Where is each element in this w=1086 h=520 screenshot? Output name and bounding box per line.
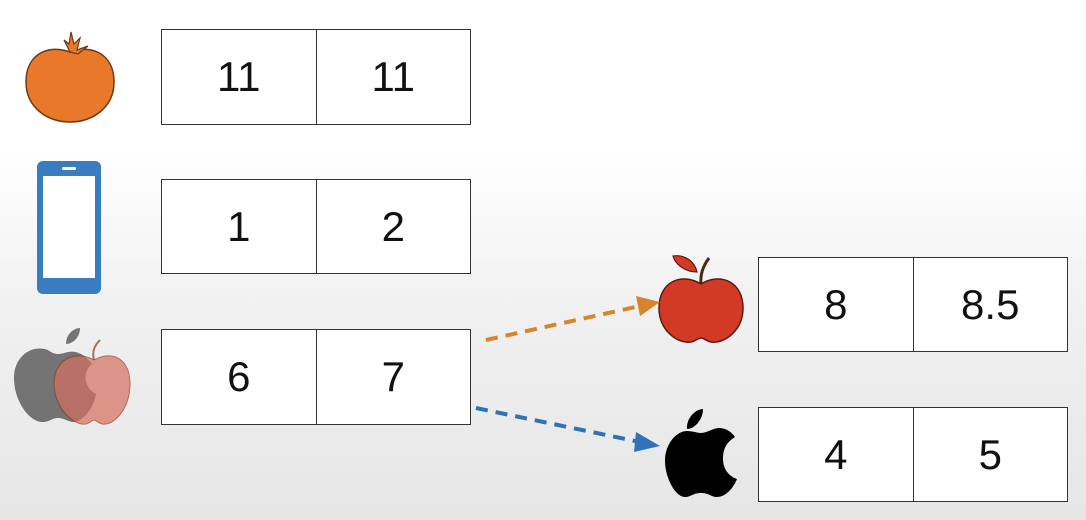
vector-row-0: 11 11 xyxy=(161,29,471,125)
red-apple-fruit-icon xyxy=(658,255,744,343)
vector-cell: 8.5 xyxy=(912,258,1068,351)
vector-cell: 2 xyxy=(315,180,471,273)
arrow-to-logo xyxy=(475,406,641,444)
vector-row-2: 6 7 xyxy=(161,329,471,425)
arrow-to-fruit xyxy=(485,304,641,342)
arrow-to-fruit-head xyxy=(636,296,660,316)
vector-row-1: 1 2 xyxy=(161,179,471,274)
vector-cell: 6 xyxy=(227,353,251,400)
ambiguous-apple-icon xyxy=(14,328,131,425)
tomato-icon xyxy=(25,31,115,123)
vector-output-fruit: 8 8.5 xyxy=(758,257,1068,352)
vector-cell: 4 xyxy=(824,430,848,478)
vector-cell: 11 xyxy=(216,53,261,100)
vector-cell: 1 xyxy=(227,202,251,250)
apple-logo-icon xyxy=(665,409,737,497)
vector-cell: 8 xyxy=(824,280,848,328)
phone-icon xyxy=(37,161,101,294)
vector-cell: 5 xyxy=(912,408,1068,501)
arrow-to-logo-head xyxy=(634,432,660,452)
vector-cell: 7 xyxy=(315,330,471,424)
vector-cell: 11 xyxy=(315,30,471,124)
vector-output-logo: 4 5 xyxy=(758,407,1068,502)
